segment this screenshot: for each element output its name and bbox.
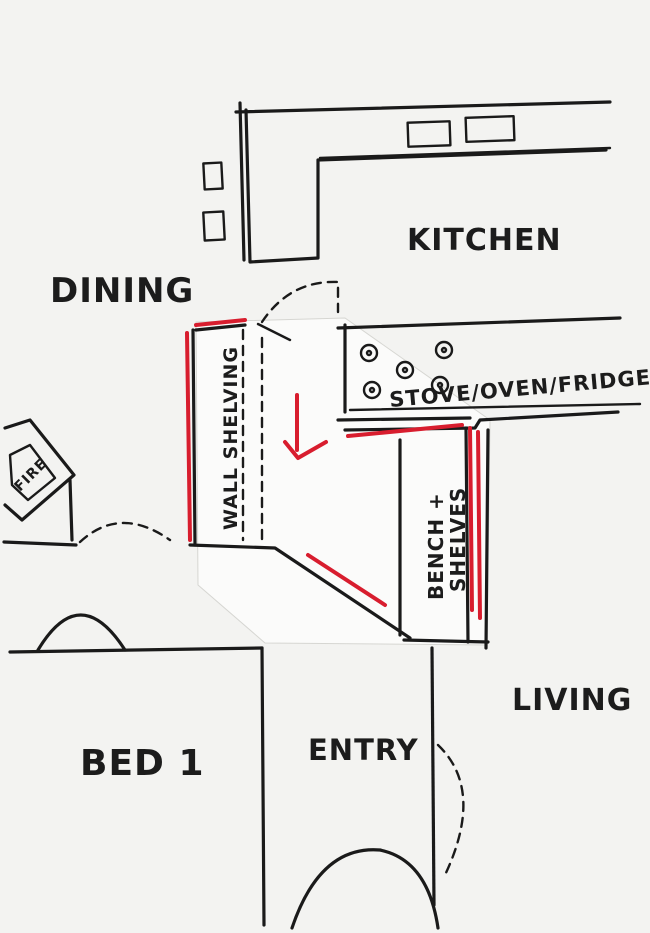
stove-oven-fridge-block: [336, 316, 642, 432]
bench-shelves: [398, 426, 490, 650]
living-label: LIVING: [512, 683, 632, 718]
fireplace-icon: [2, 418, 172, 547]
entry-label: ENTRY: [308, 733, 419, 767]
stove-burner-icons: [359, 340, 454, 400]
dining-chairs: [202, 161, 226, 242]
bench-shelves-label-line1: BENCH +: [424, 492, 448, 600]
kitchen-cabinets: [234, 100, 612, 264]
kitchen-door-swing: [256, 280, 340, 342]
dining-label: DINING: [50, 271, 194, 311]
wall-shelving: [188, 323, 412, 640]
red-highlights: [185, 318, 482, 620]
bench-shelves-label-line2: SHELVES: [446, 487, 470, 592]
bed-1-room: [8, 613, 266, 927]
kitchen-label: KITCHEN: [407, 223, 562, 258]
red-arrow-icon: [283, 393, 328, 460]
entry-hall: [290, 646, 465, 930]
wall-shelving-label: WALL SHELVING: [220, 346, 242, 530]
bed-1-label: BED 1: [80, 743, 205, 784]
kitchen-sink-icons: [406, 114, 516, 148]
